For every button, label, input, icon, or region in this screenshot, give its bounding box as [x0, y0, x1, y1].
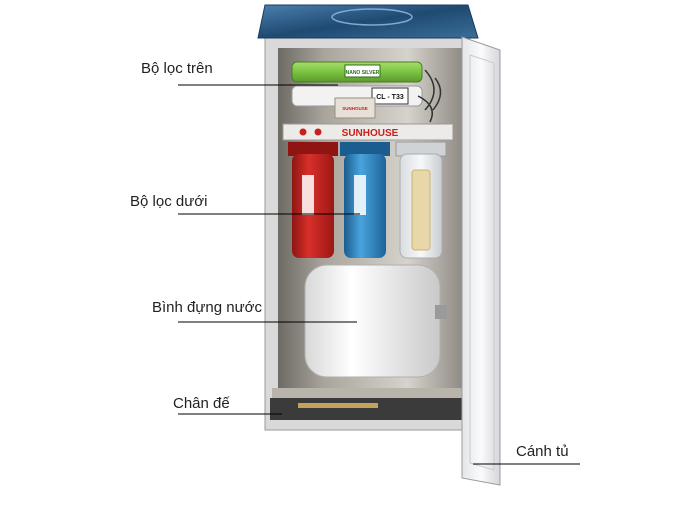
module-brand-text: SUNHOUSE: [342, 106, 368, 111]
indicator-light-red-2: [314, 128, 322, 136]
filter-tag: [344, 64, 381, 78]
model-tag: [371, 87, 409, 105]
base-handle: [298, 403, 378, 408]
brand-text: SUNHOUSE: [342, 128, 399, 139]
red-housing-cap: [288, 142, 338, 156]
leader-lines: [178, 84, 580, 465]
label-bottom-filters: Bộ lọc dưới: [130, 193, 208, 210]
bottom-filters: [288, 141, 447, 259]
blue-housing-label: [354, 175, 366, 215]
label-base: Chân đế: [173, 395, 230, 412]
water-tank: [304, 264, 441, 378]
top-panel-ring: [331, 8, 413, 26]
blue-housing-cap: [340, 142, 390, 156]
cabinet-door: [461, 36, 501, 486]
control-module: [334, 97, 376, 119]
filter-tag-text: NANO SILVER: [346, 70, 380, 76]
base-plinth: [270, 398, 464, 420]
label-tank: Bình đựng nước: [152, 299, 262, 316]
door-inner-panel: [469, 54, 495, 471]
mounting-bracket: [282, 123, 454, 141]
base-shelf: [272, 388, 462, 398]
storage-tank: [304, 264, 447, 378]
tank-valve: [435, 305, 447, 319]
tubing: [417, 69, 442, 123]
red-housing-label: [302, 175, 314, 215]
label-door: Cánh tủ: [516, 443, 569, 460]
door: [461, 36, 501, 486]
indicator-light-red: [299, 128, 307, 136]
model-tag-text: CL - T33: [376, 94, 404, 101]
top-glass-panel: [257, 4, 479, 39]
label-top-filters: Bộ lọc trên: [141, 60, 213, 77]
base: [270, 388, 464, 420]
clear-filter-cartridge: [411, 169, 431, 251]
top-filters: NANO SILVER CL - T33 SUNHOUSE SUNHOUSE: [282, 61, 454, 141]
